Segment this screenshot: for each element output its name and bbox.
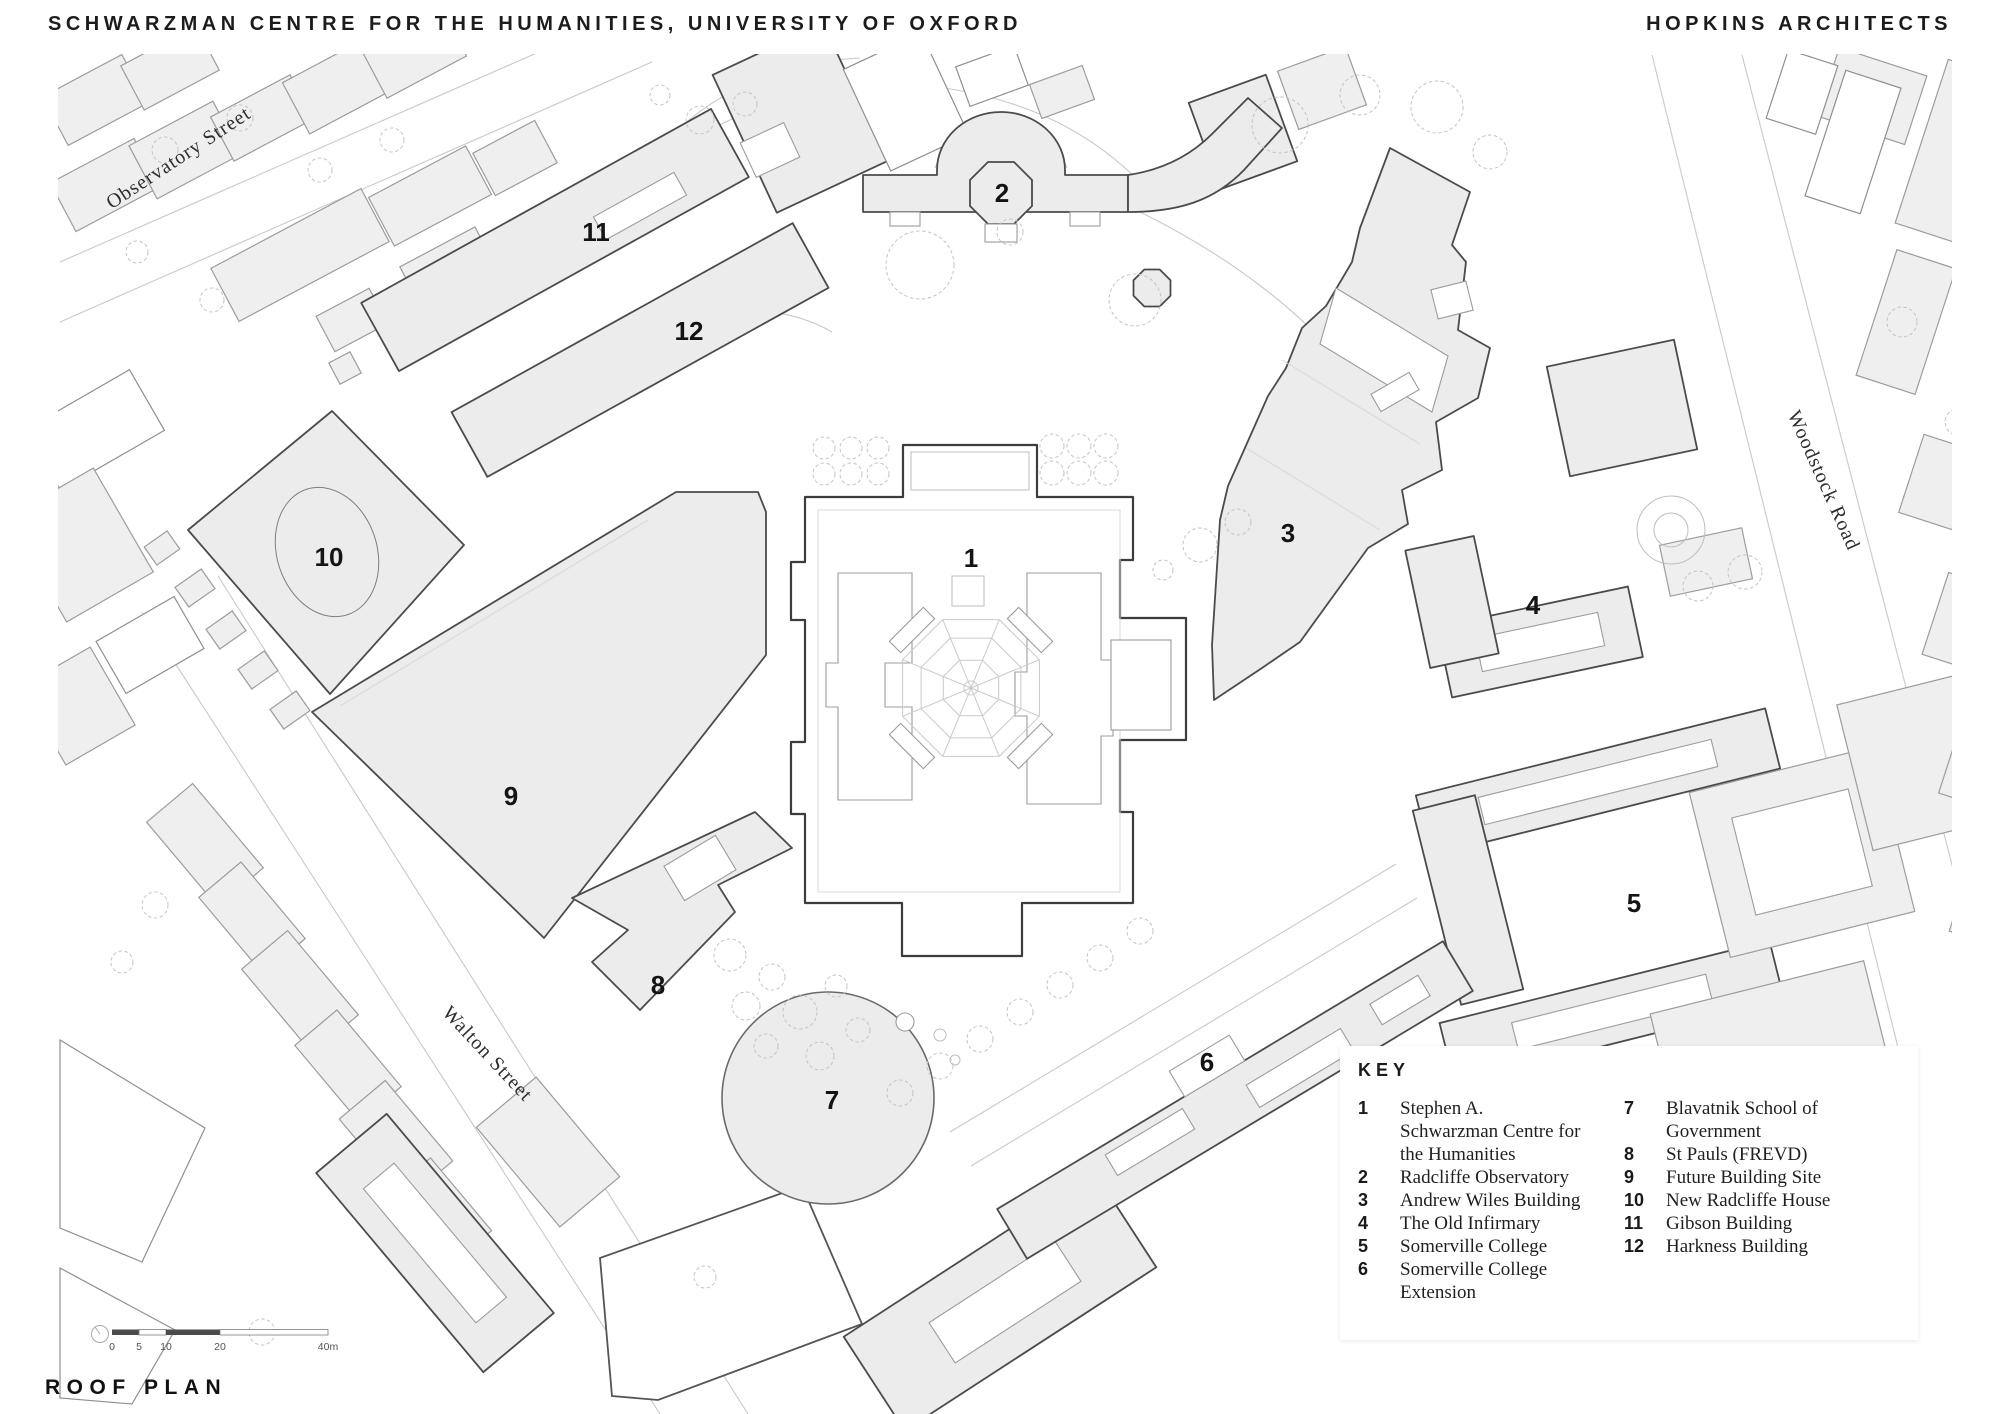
key-entry-label: Harkness Building <box>1666 1236 1808 1257</box>
building-number-labels: 1 2 3 4 5 6 7 8 9 10 11 12 <box>315 178 1642 1115</box>
north-indicator-icon <box>91 1325 109 1343</box>
map-label-4: 4 <box>1526 590 1541 620</box>
building-12-harkness <box>450 222 830 478</box>
scale-tick-40: 40m <box>318 1341 339 1353</box>
key-entry-1: 1 Stephen A. Schwarzman Centre for the H… <box>1358 1097 1610 1166</box>
key-entry-num: 7 <box>1624 1098 1635 1118</box>
sheet-title: SCHWARZMAN CENTRE FOR THE HUMANITIES, UN… <box>48 13 1022 35</box>
map-label-10: 10 <box>315 542 344 572</box>
firm-name: HOPKINS ARCHITECTS <box>1646 13 1952 35</box>
scale-tick-0: 0 <box>109 1341 115 1353</box>
key-entry-label: Radcliffe Observatory <box>1400 1167 1570 1188</box>
key-entry-label: The Old Infirmary <box>1400 1213 1541 1234</box>
key-entry-num: 4 <box>1358 1213 1369 1233</box>
street-label-walton: Walton Street <box>438 1002 537 1106</box>
scale-tick-5: 5 <box>136 1341 142 1353</box>
key-entry-label: Gibson Building <box>1666 1213 1793 1234</box>
key-entry-2: 2 Radcliffe Observatory <box>1358 1166 1610 1189</box>
key-entry-3: 3 Andrew Wiles Building <box>1358 1189 1610 1212</box>
key-entry-num: 8 <box>1624 1144 1635 1164</box>
map-label-9: 9 <box>504 781 518 811</box>
key-entry-12: 12 Harkness Building <box>1624 1235 1876 1258</box>
key-entry-11: 11 Gibson Building <box>1624 1212 1876 1235</box>
building-8-st-pauls <box>571 811 793 1011</box>
key-entry-num: 2 <box>1358 1167 1369 1187</box>
key-entry-num: 5 <box>1358 1236 1369 1256</box>
key-entry-7: 7 Blavatnik School of Government <box>1624 1097 1876 1143</box>
dome-rooflight <box>888 606 1054 770</box>
drawing-title: ROOF PLAN <box>45 1376 228 1399</box>
key-entry-num: 10 <box>1624 1190 1645 1210</box>
key-entry-label: Stephen A. Schwarzman Centre for the Hum… <box>1400 1098 1581 1165</box>
key-entry-label: Future Building Site <box>1666 1167 1822 1188</box>
key-entry-4: 4 The Old Infirmary <box>1358 1212 1610 1235</box>
building-3-andrew-wiles <box>1211 147 1491 701</box>
key-entry-label: New Radcliffe House <box>1666 1190 1831 1211</box>
key-entry-5: 5 Somerville College <box>1358 1235 1610 1258</box>
scale-bar: 0 5 10 20 40m <box>91 1325 339 1353</box>
map-label-2: 2 <box>995 178 1009 208</box>
key-entry-label: Somerville College Extension <box>1400 1259 1548 1303</box>
map-label-12: 12 <box>675 316 704 346</box>
map-label-6: 6 <box>1200 1047 1214 1077</box>
building-9-future-site <box>311 491 767 939</box>
building-7-blavatnik <box>721 991 935 1205</box>
key-column-1: 1 Stephen A. Schwarzman Centre for the H… <box>1358 1097 1610 1304</box>
map-label-8: 8 <box>651 970 665 1000</box>
key-entry-label: St Pauls (FREVD) <box>1666 1144 1808 1165</box>
map-label-3: 3 <box>1281 518 1295 548</box>
map-label-7: 7 <box>825 1085 839 1115</box>
map-key-panel: KEY 1 Stephen A. Schwarzman Centre for t… <box>1340 1046 1918 1340</box>
map-label-1: 1 <box>964 543 978 573</box>
map-label-11: 11 <box>582 217 610 247</box>
key-entry-10: 10 New Radcliffe House <box>1624 1189 1876 1212</box>
key-entry-label: Andrew Wiles Building <box>1400 1190 1581 1211</box>
key-entry-num: 3 <box>1358 1190 1369 1210</box>
key-entry-num: 6 <box>1358 1259 1369 1279</box>
map-label-5: 5 <box>1627 888 1641 918</box>
key-entry-9: 9 Future Building Site <box>1624 1166 1876 1189</box>
building-11-gibson <box>360 108 750 372</box>
key-column-2: 7 Blavatnik School of Government 8 St Pa… <box>1624 1097 1876 1304</box>
key-entry-label: Blavatnik School of Government <box>1666 1098 1818 1142</box>
scale-tick-20: 20 <box>214 1341 226 1353</box>
numbered-buildings-layer <box>187 97 1491 1260</box>
key-entry-6: 6 Somerville College Extension <box>1358 1258 1610 1304</box>
key-entry-8: 8 St Pauls (FREVD) <box>1624 1143 1876 1166</box>
key-title: KEY <box>1358 1060 1411 1080</box>
key-entry-num: 11 <box>1624 1213 1644 1233</box>
key-entry-num: 1 <box>1358 1098 1369 1118</box>
key-entry-num: 9 <box>1624 1167 1635 1187</box>
key-entry-label: Somerville College <box>1400 1236 1548 1257</box>
sheet-header: SCHWARZMAN CENTRE FOR THE HUMANITIES, UN… <box>48 13 1952 36</box>
key-entry-num: 12 <box>1624 1236 1645 1256</box>
building-10-new-radcliffe-house <box>187 410 465 695</box>
small-octagon-pavilion <box>1132 268 1172 308</box>
scale-tick-10: 10 <box>160 1341 172 1353</box>
